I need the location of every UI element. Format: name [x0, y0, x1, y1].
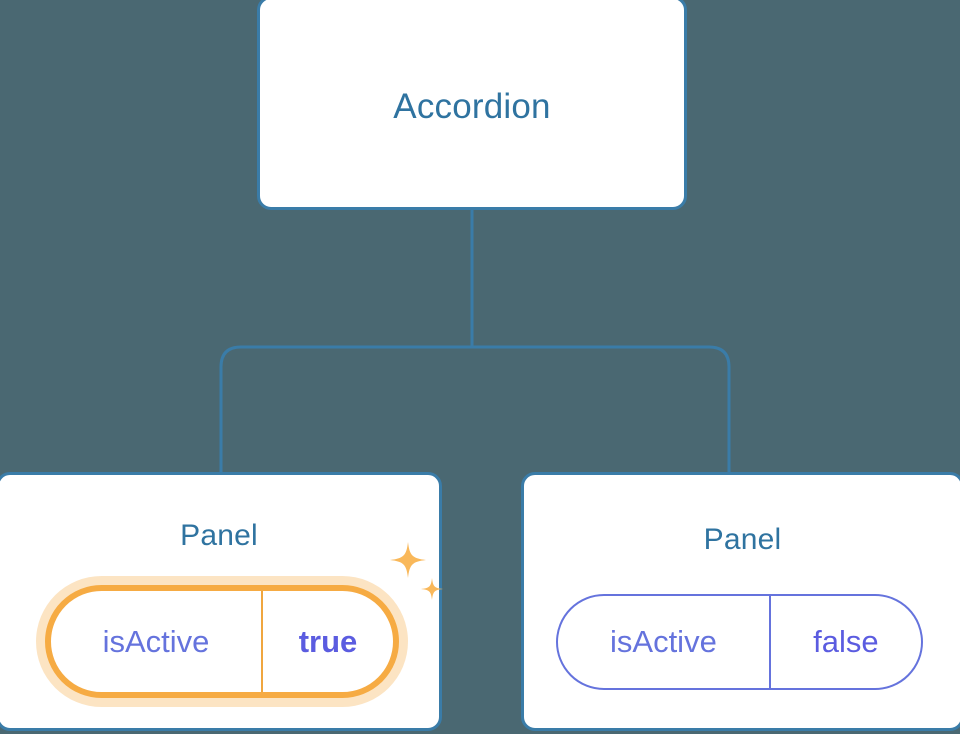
- connector-branch-bus: [219, 345, 731, 472]
- prop-pill-right-divider: [768, 596, 771, 688]
- node-panel-left-title: Panel: [180, 519, 258, 552]
- prop-pill-left-body[interactable]: isActive true: [45, 585, 399, 698]
- node-accordion-title: Accordion: [393, 87, 551, 126]
- prop-pill-right-value: false: [813, 624, 879, 659]
- node-accordion[interactable]: Accordion: [257, 0, 687, 210]
- prop-pill-right[interactable]: isActive false: [556, 594, 923, 690]
- prop-pill-left-divider: [261, 591, 263, 692]
- node-panel-right-title: Panel: [703, 523, 782, 556]
- prop-pill-right-body[interactable]: isActive false: [556, 594, 923, 690]
- prop-pill-left-value: true: [298, 623, 358, 659]
- prop-pill-right-name: isActive: [610, 624, 717, 659]
- prop-pill-left[interactable]: isActive true: [45, 585, 399, 698]
- prop-pill-left-name: isActive: [102, 623, 210, 659]
